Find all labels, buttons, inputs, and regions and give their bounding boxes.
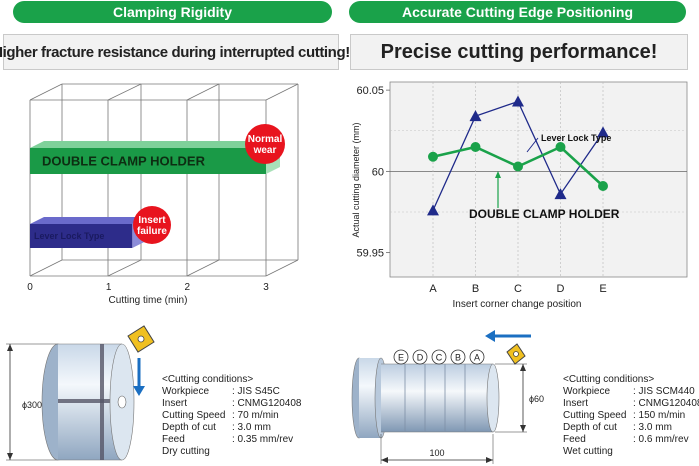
data-point [469,110,482,122]
data-point [428,151,438,162]
x-tick-label: A [429,283,437,295]
right-section-header: Accurate Cutting Edge Positioning [349,1,686,23]
condition-key: Insert [162,398,188,409]
right-conditions-extra: Wet cutting [563,446,613,457]
data-point [598,181,608,191]
y-tick-label: 60 [372,166,384,178]
condition-value: : 70 m/min [232,410,279,421]
corner-letter: E [398,353,404,363]
left-headline: Higher fracture resistance during interr… [0,34,350,70]
condition-value: : CNMG120408 [633,398,699,409]
condition-key: Feed [162,434,185,445]
x-tick-label: 1 [106,282,112,293]
condition-row: Feed : 0.6 mm/rev [563,434,699,446]
condition-value: : 3.0 mm [232,422,271,433]
svg-text:wear: wear [253,145,277,156]
x-tick-label: E [599,283,606,295]
y-tick-label: 60.05 [356,85,384,97]
x-tick-label: C [514,283,522,295]
bar-lever-lock: Lever Lock Type [30,217,147,248]
right-headline: Precise cutting performance! [350,34,688,70]
condition-key: Feed [563,434,586,445]
right-x-axis-label: Insert corner change position [453,299,582,310]
data-point [470,142,481,152]
condition-value: : 0.6 mm/rev [633,434,689,445]
condition-row: Feed : 0.35 mm/rev [162,434,301,446]
condition-row: Insert : CNMG120408 [162,398,301,410]
left-conditions-extra: Dry cutting [162,446,210,457]
data-point [597,126,609,138]
series-label-double-clamp: DOUBLE CLAMP HOLDER [469,207,620,221]
condition-value: : JIS SCM440 [633,386,695,397]
data-point [512,95,524,107]
series-double-clamp [428,142,608,191]
left-diameter-label: ϕ300 [22,400,42,410]
condition-key: Workpiece [563,386,611,397]
condition-value: : 0.35 mm/rev [232,434,294,445]
series-label-lever-lock: Lever Lock Type [541,133,611,143]
condition-row: Depth of cut : 3.0 mm [162,422,301,434]
x-tick-label: 2 [185,282,191,293]
condition-row: Insert : CNMG120408 [563,398,699,410]
left-section-header: Clamping Rigidity [13,1,332,23]
data-point [555,142,566,152]
data-point [554,188,567,200]
condition-key: Depth of cut [563,422,617,433]
condition-value: : CNMG120408 [232,398,302,409]
condition-row: Workpiece : JIS S45C [162,386,301,398]
right-y-axis-label: Actual cutting diameter (mm) [351,122,361,237]
condition-key: Depth of cut [162,422,216,433]
right-length-label: 100 [429,448,444,458]
left-cutting-conditions: <Cutting conditions> Workpiece : JIS S45C… [162,374,301,458]
clamping-rigidity-chart: DOUBLE CLAMP HOLDER Lever Lock Type Normal… [27,83,299,306]
left-conditions-title: <Cutting conditions> [162,374,254,385]
svg-text:failure: failure [137,226,167,237]
condition-key: Cutting Speed [563,410,627,421]
corner-letter: A [474,353,480,363]
corner-letter: D [417,353,424,363]
series-lever-lock [427,95,609,216]
right-diameter-label: ϕ60 [529,394,544,404]
bar-label: Lever Lock Type [34,231,104,241]
svg-text:Insert: Insert [138,215,166,226]
x-tick-label: B [472,283,479,295]
condition-value: : 150 m/min [633,410,686,421]
condition-row: Workpiece : JIS SCM440 [563,386,699,398]
condition-row: Cutting Speed : 70 m/min [162,410,301,422]
cutting-diameter-chart: 60.05 60 59.95A B C D E Actual cutting diamete… [351,81,688,310]
series-label-lever-pointer [526,137,539,153]
pointer-arrowhead [495,171,501,178]
bar-double-clamp: DOUBLE CLAMP HOLDER [30,141,280,174]
x-tick-label: D [557,283,565,295]
plot-area [389,81,688,278]
y-tick-label: 59.95 [356,248,384,260]
svg-text:Normal: Normal [248,134,283,145]
left-workpiece-illustration: ϕ300 [6,325,155,461]
corner-letter: B [455,353,461,363]
x-tick-label: 0 [27,282,33,293]
data-point [427,204,439,216]
data-point [513,161,523,172]
condition-row: Cutting Speed : 150 m/min [563,410,699,422]
right-workpiece-illustration: E D C B A ϕ60 100 [351,330,544,464]
right-cutting-conditions: <Cutting conditions> Workpiece : JIS SCM4… [563,374,699,458]
bar-label: DOUBLE CLAMP HOLDER [42,154,206,169]
condition-key: Insert [563,398,589,409]
x-tick-label: 3 [263,282,269,293]
right-conditions-title: <Cutting conditions> [563,374,655,385]
condition-value: : JIS S45C [232,386,280,397]
condition-value: : 3.0 mm [633,422,672,433]
condition-key: Workpiece [162,386,210,397]
corner-letter: C [436,353,443,363]
condition-row: Depth of cut : 3.0 mm [563,422,699,434]
condition-key: Cutting Speed [162,410,226,421]
left-x-axis-label: Cutting time (min) [109,295,188,306]
